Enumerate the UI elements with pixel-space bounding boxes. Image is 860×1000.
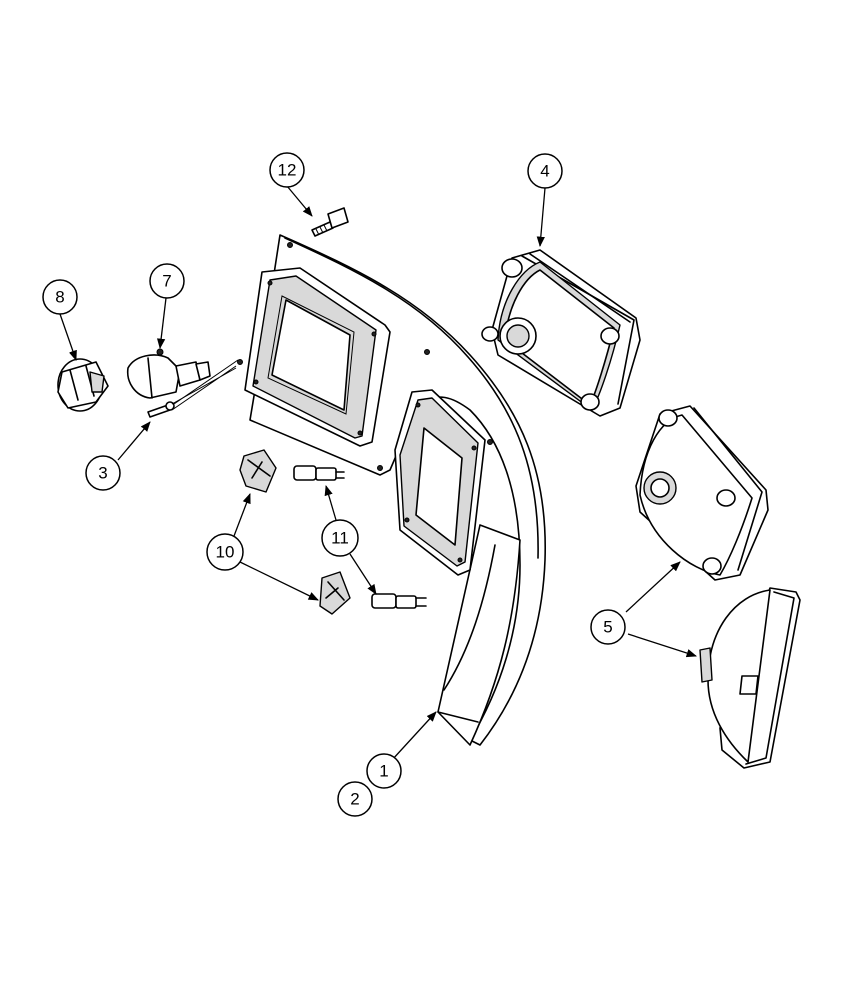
headlight-housing-panel xyxy=(237,234,547,746)
callout-2: 2 xyxy=(337,781,373,817)
callout-2-label: 2 xyxy=(350,790,359,809)
callout-7: 7 xyxy=(149,263,185,299)
bulb-socket-cap xyxy=(57,358,109,412)
small-bulb-upper xyxy=(293,465,345,481)
work-lamp-upper xyxy=(635,405,769,581)
leader-3 xyxy=(117,421,151,461)
leader-11b xyxy=(349,553,377,595)
lamp-socket-lower xyxy=(319,571,351,615)
callout-5: 5 xyxy=(590,609,626,645)
work-lamp-lower xyxy=(699,587,801,769)
leader-10a xyxy=(233,493,251,537)
guide-line-a xyxy=(173,359,239,405)
lamp-socket-upper xyxy=(239,449,277,493)
callout-8-label: 8 xyxy=(55,288,64,307)
screw-part xyxy=(147,365,237,418)
callout-3-label: 3 xyxy=(98,464,107,483)
leader-4 xyxy=(536,187,546,248)
callout-10-label: 10 xyxy=(216,543,235,562)
callout-11: 11 xyxy=(321,519,359,557)
callout-4: 4 xyxy=(527,153,563,189)
headlight-bulb xyxy=(126,348,211,399)
callout-1-label: 1 xyxy=(379,762,388,781)
bolt-part xyxy=(311,207,349,237)
leader-8 xyxy=(59,313,77,361)
leader-1 xyxy=(391,711,437,761)
callout-12: 12 xyxy=(269,152,305,188)
callout-1: 1 xyxy=(366,753,402,789)
leader-10b xyxy=(239,561,319,601)
callout-11-label: 11 xyxy=(331,529,349,548)
leader-5a xyxy=(625,561,681,613)
small-bulb-lower xyxy=(371,593,427,609)
leader-7 xyxy=(156,297,167,350)
rectangular-headlamp xyxy=(481,249,641,417)
leader-lines xyxy=(59,185,697,761)
callout-7-label: 7 xyxy=(162,272,171,291)
leader-12 xyxy=(286,185,313,217)
leader-11a xyxy=(324,485,337,521)
callout-8: 8 xyxy=(42,279,78,315)
callout-3: 3 xyxy=(85,455,121,491)
callout-4-label: 4 xyxy=(540,162,549,181)
callout-10: 10 xyxy=(206,533,244,571)
leader-5b xyxy=(627,633,697,658)
callout-5-label: 5 xyxy=(603,618,612,637)
callout-12-label: 12 xyxy=(278,161,297,180)
